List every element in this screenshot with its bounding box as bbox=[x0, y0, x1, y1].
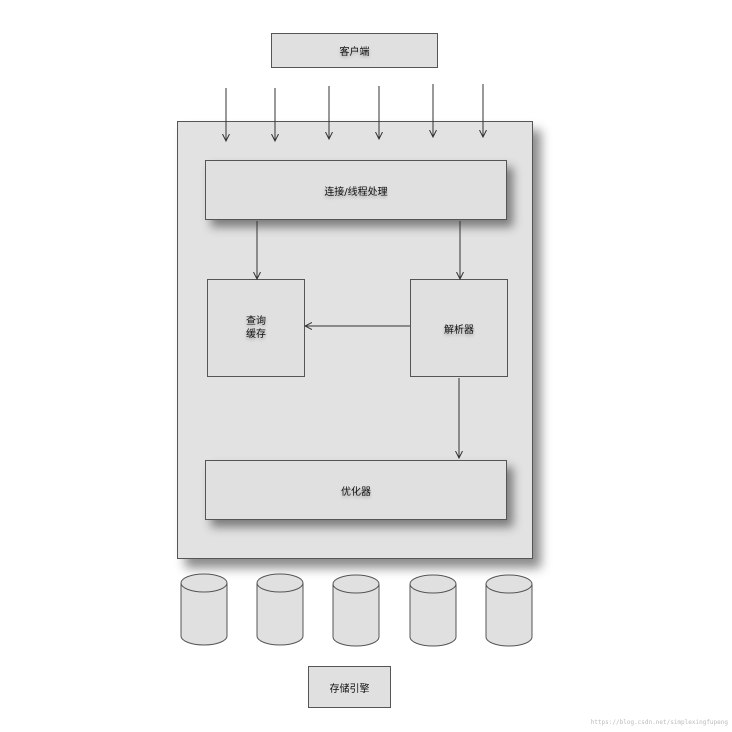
client-label: 客户端 bbox=[339, 47, 370, 58]
connection-thread-box: 连接/线程处理 bbox=[205, 160, 507, 220]
storage-cylinder bbox=[332, 574, 380, 647]
watermark: https://blog.csdn.net/simplexingfupeng bbox=[590, 719, 728, 726]
optimizer-box: 优化器 bbox=[205, 460, 507, 520]
connection-label: 连接/线程处理 bbox=[324, 186, 388, 198]
optimizer-label: 优化器 bbox=[341, 486, 371, 498]
query-cache-label-line1: 查询 bbox=[246, 316, 266, 327]
storage-engine-box: 存储引擎 bbox=[308, 666, 391, 708]
query-cache-label-line2: 缓存 bbox=[246, 329, 266, 340]
storage-cylinder bbox=[180, 573, 228, 646]
storage-engine-label: 存储引擎 bbox=[329, 683, 370, 695]
query-cache-box: 查询 缓存 bbox=[207, 279, 305, 377]
parser-label: 解析器 bbox=[444, 324, 474, 336]
client-box: 客户端 bbox=[271, 33, 438, 68]
storage-cylinder bbox=[256, 573, 304, 646]
storage-cylinder bbox=[409, 574, 457, 647]
storage-cylinder bbox=[485, 574, 533, 647]
